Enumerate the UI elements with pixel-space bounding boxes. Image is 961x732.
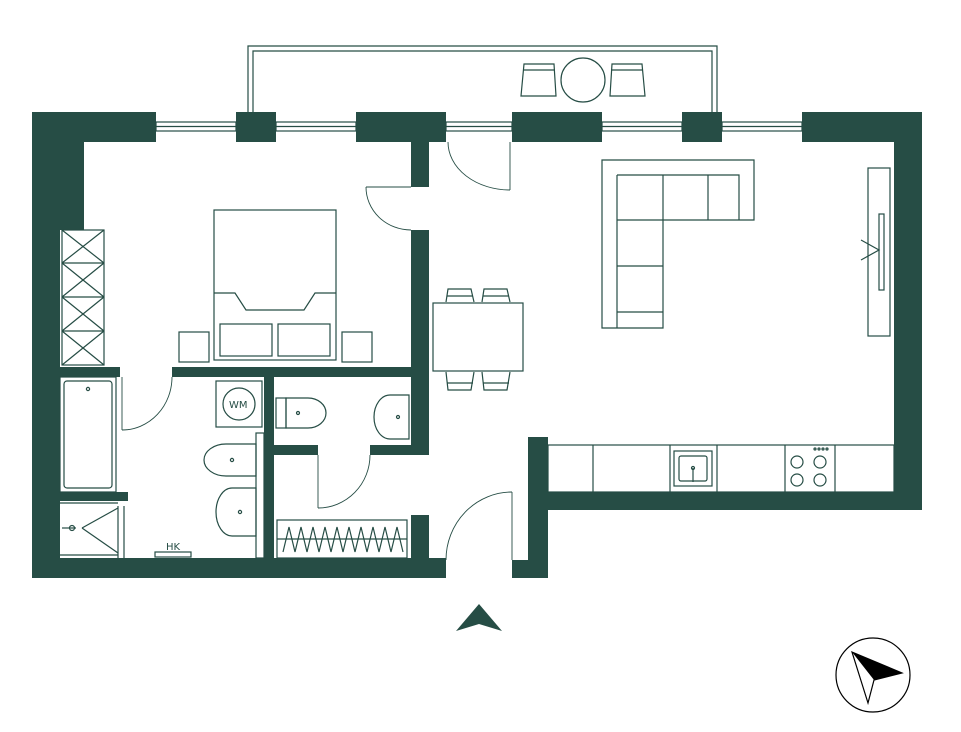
wardrobe bbox=[61, 229, 105, 366]
tv-unit bbox=[860, 167, 891, 337]
nightstand-left bbox=[178, 331, 210, 363]
bedroom-furniture bbox=[61, 209, 373, 366]
bathroom-door bbox=[121, 376, 173, 431]
balcony-table bbox=[520, 57, 646, 103]
entrance-door bbox=[445, 491, 513, 561]
living-room-furniture bbox=[432, 159, 891, 391]
walls bbox=[32, 112, 922, 578]
bathtub bbox=[59, 376, 117, 493]
washing-machine: WM bbox=[215, 380, 263, 428]
bedroom-door bbox=[365, 186, 412, 231]
cooktop bbox=[790, 447, 829, 487]
north-compass-icon bbox=[835, 637, 911, 713]
dining-table bbox=[432, 288, 524, 391]
entrance-arrow-icon bbox=[456, 604, 502, 631]
windows bbox=[155, 121, 803, 132]
washbasin-1 bbox=[215, 487, 257, 537]
nightstand-right bbox=[341, 331, 373, 363]
heater: HK bbox=[154, 542, 192, 558]
closet-door bbox=[317, 454, 371, 509]
bathroom-fixtures: HK WM bbox=[59, 376, 265, 559]
sofa bbox=[601, 159, 755, 329]
balcony-door bbox=[447, 141, 511, 191]
shower bbox=[60, 502, 125, 558]
double-bed bbox=[213, 209, 337, 361]
wc-fixtures bbox=[275, 394, 410, 440]
closet-shelves bbox=[276, 519, 408, 559]
balcony bbox=[247, 45, 718, 112]
bidet bbox=[203, 432, 265, 559]
heater-label: HK bbox=[166, 542, 181, 553]
kitchen bbox=[547, 444, 895, 493]
doors bbox=[121, 141, 513, 561]
toilet bbox=[275, 397, 327, 429]
washbasin-2 bbox=[373, 394, 410, 440]
kitchen-sink bbox=[673, 450, 713, 487]
washing-machine-label: WM bbox=[229, 400, 248, 411]
